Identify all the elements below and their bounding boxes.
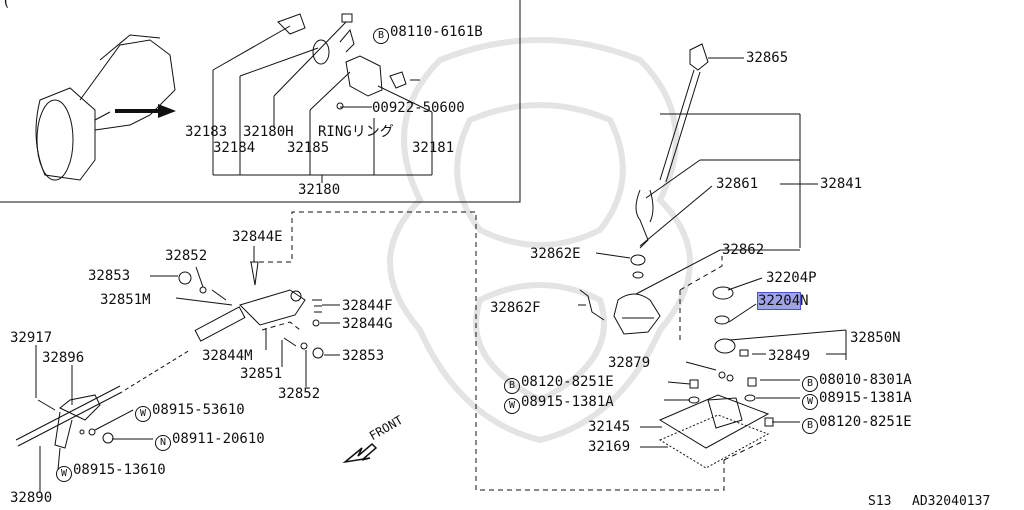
part-number: 08915-13610 <box>73 462 166 478</box>
transmission-drawing <box>35 34 176 181</box>
part-32896[interactable]: 32896 <box>42 350 85 366</box>
part-32851m[interactable]: 32851M <box>100 292 151 308</box>
part-32852-b[interactable]: 32852 <box>278 386 321 402</box>
part-number: 08915-1381A <box>521 394 614 410</box>
part-number: 08120-8251E <box>521 374 614 390</box>
part-32844g[interactable]: 32844G <box>342 316 393 332</box>
part-32853-b[interactable]: 32853 <box>342 348 385 364</box>
part-32890[interactable]: 32890 <box>10 490 53 506</box>
right-dashed-group <box>679 256 767 461</box>
footer-diagram-code: AD32040137 <box>912 494 991 509</box>
inset-parts <box>277 13 407 110</box>
part-32862e[interactable]: 32862E <box>530 246 581 262</box>
washer-symbol-icon: W <box>56 466 72 482</box>
part-32204n[interactable]: 32204N <box>756 292 809 310</box>
bolt-symbol-icon: B <box>373 28 389 44</box>
part-32180[interactable]: 32180 <box>298 182 341 198</box>
front-arrow <box>342 442 378 464</box>
washer-symbol-icon: W <box>135 406 151 422</box>
inset-leaders <box>212 21 433 183</box>
part-number: 08915-1381A <box>819 390 912 406</box>
part-number: 08110-6161B <box>390 24 483 40</box>
watermark-logo <box>387 37 693 444</box>
part-32183[interactable]: 32183 <box>185 124 228 140</box>
bolt-symbol-icon: B <box>802 418 818 434</box>
part-32180h[interactable]: 32180H <box>243 124 294 140</box>
part-32865[interactable]: 32865 <box>746 50 789 66</box>
nut-symbol-icon: N <box>155 435 171 451</box>
bolt-symbol-icon: B <box>504 378 520 394</box>
part-00922-50600[interactable]: 00922-50600 <box>372 100 465 116</box>
part-32169[interactable]: 32169 <box>588 439 631 455</box>
part-32861[interactable]: 32861 <box>716 176 759 192</box>
part-32862[interactable]: 32862 <box>722 242 765 258</box>
left-leaders <box>35 246 340 492</box>
part-32184[interactable]: 32184 <box>213 140 256 156</box>
inset-title: ( <box>2 0 11 10</box>
part-number: 08120-8251E <box>819 414 912 430</box>
part-32844f[interactable]: 32844F <box>342 298 393 314</box>
part-number: 08010-8301A <box>819 372 912 388</box>
right-leaders <box>578 57 847 448</box>
part-32917[interactable]: 32917 <box>10 330 53 346</box>
inset-frame <box>0 0 521 203</box>
part-32844e[interactable]: 32844E <box>232 229 283 245</box>
part-32862f[interactable]: 32862F <box>490 300 541 316</box>
part-suffix: N <box>800 293 809 309</box>
part-number: 08915-53610 <box>152 402 245 418</box>
left-dashed-group <box>250 211 725 491</box>
bolt-symbol-icon: B <box>802 376 818 392</box>
ring-label[interactable]: RINGリング <box>318 124 394 140</box>
part-number: 08911-20610 <box>172 431 265 447</box>
part-32879[interactable]: 32879 <box>608 355 651 371</box>
part-32145[interactable]: 32145 <box>588 419 631 435</box>
shift-lever-drawing <box>579 43 774 469</box>
part-32852[interactable]: 32852 <box>165 248 208 264</box>
part-32850n[interactable]: 32850N <box>850 330 901 346</box>
part-32853[interactable]: 32853 <box>88 268 131 284</box>
part-32185[interactable]: 32185 <box>287 140 330 156</box>
part-32204p[interactable]: 32204P <box>766 270 817 286</box>
part-32849[interactable]: 32849 <box>768 348 811 364</box>
part-32181[interactable]: 32181 <box>412 140 455 156</box>
washer-symbol-icon: W <box>504 398 520 414</box>
footer-model: S13 <box>868 494 892 509</box>
washer-symbol-icon: W <box>802 394 818 410</box>
part-32851[interactable]: 32851 <box>240 366 283 382</box>
highlighted-part-number: 32204 <box>756 292 802 310</box>
part-32844m[interactable]: 32844M <box>202 348 253 364</box>
part-32841[interactable]: 32841 <box>820 176 863 192</box>
